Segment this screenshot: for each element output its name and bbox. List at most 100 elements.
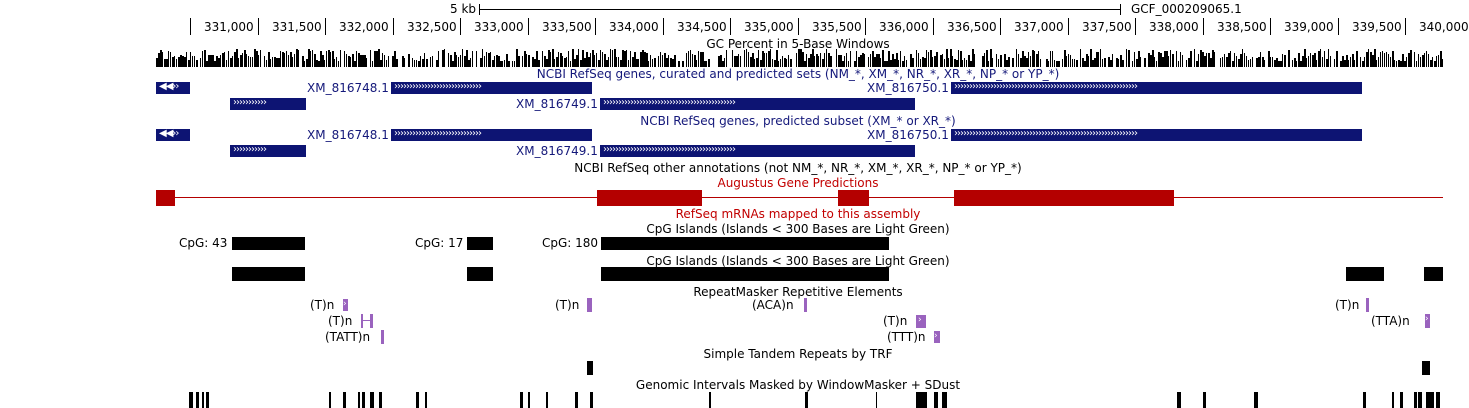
masked-interval[interactable] (196, 392, 199, 408)
cpg-island[interactable] (232, 267, 305, 281)
repeat-element[interactable]: › (916, 315, 926, 328)
masked-interval[interactable] (362, 392, 365, 408)
repeatmasker-track-label[interactable]: RepeatMasker Repetitive Elements (693, 285, 903, 299)
masked-interval[interactable] (520, 392, 523, 408)
gc-bar (646, 53, 648, 67)
masked-interval[interactable] (1177, 392, 1181, 408)
masked-interval[interactable] (343, 392, 346, 408)
masked-interval[interactable] (1254, 392, 1258, 408)
gene-label-xm-816750[interactable]: XM_816750.1 (867, 128, 949, 142)
tandem-repeat[interactable] (587, 361, 593, 375)
gene-label-xm-816748[interactable]: XM_816748.1 (307, 81, 389, 95)
masked-interval[interactable] (416, 392, 419, 408)
gc-percent-wiggle[interactable] (0, 48, 1443, 67)
gene-left-partial[interactable]: ◀◀›› (156, 81, 190, 94)
repeat-element[interactable] (381, 330, 384, 344)
windowmasker-track-label[interactable]: Genomic Intervals Masked by WindowMasker… (635, 378, 961, 392)
masked-interval[interactable] (1426, 392, 1434, 408)
masked-interval[interactable] (202, 392, 204, 408)
gene-label-xm-816750[interactable]: XM_816750.1 (867, 81, 949, 95)
masked-interval[interactable] (370, 392, 374, 408)
repeat-element[interactable] (1366, 298, 1369, 312)
masked-interval[interactable] (934, 392, 938, 408)
augustus-track-label[interactable]: Augustus Gene Predictions (717, 176, 879, 190)
repeat-label[interactable]: (T)n (883, 314, 908, 328)
masked-interval[interactable] (206, 392, 209, 408)
repeat-label[interactable]: (T)n (1335, 298, 1360, 312)
gene-row2-left[interactable]: ››››››››››› (230, 97, 306, 110)
repeat-label[interactable]: (TTT)n (887, 330, 926, 344)
gc-percent-track-label[interactable]: GC Percent in 5-Base Windows (706, 37, 890, 51)
masked-interval[interactable] (329, 392, 331, 408)
gene-xm-816750[interactable]: ››››››››››››››››››››››››››››››››››››››››… (951, 81, 1362, 94)
repeat-label[interactable]: (T)n (555, 298, 580, 312)
repeat-element[interactable]: › (343, 299, 348, 311)
cpg-label[interactable]: CpG: 180 (542, 236, 599, 250)
masked-interval[interactable] (590, 392, 593, 408)
scale-label: 5 kb (450, 2, 477, 16)
cpg-label[interactable]: CpG: 43 (179, 236, 228, 250)
cpg-island[interactable] (601, 267, 889, 281)
gene-label-xm-816748[interactable]: XM_816748.1 (307, 128, 389, 142)
cpg-track-label[interactable]: CpG Islands (Islands < 300 Bases are Lig… (646, 222, 950, 236)
masked-interval[interactable] (575, 392, 578, 408)
masked-interval[interactable] (1203, 392, 1206, 408)
cpg-island[interactable] (1346, 267, 1384, 281)
gene-row2-left[interactable]: ››››››››››› (230, 144, 306, 157)
repeat-label[interactable]: (TTA)n (1371, 314, 1410, 328)
gene-label-xm-816749[interactable]: XM_816749.1 (516, 97, 598, 111)
refseq-mrna-track-label[interactable]: RefSeq mRNAs mapped to this assembly (675, 207, 921, 221)
masked-interval[interactable] (1436, 392, 1440, 408)
augustus-exon[interactable] (156, 190, 175, 206)
masked-interval[interactable] (379, 392, 382, 408)
cpg-island[interactable] (232, 237, 305, 250)
repeat-element[interactable] (587, 298, 592, 312)
repeat-label[interactable]: (T)n (310, 298, 335, 312)
gene-xm-816749[interactable]: ››››››››››››››››››››››››››››››››››››››››… (600, 144, 915, 157)
masked-interval[interactable] (1414, 392, 1417, 408)
repeat-element[interactable] (804, 298, 807, 312)
masked-interval[interactable] (1400, 392, 1403, 408)
gene-xm-816750[interactable]: ››››››››››››››››››››››››››››››››››››››››… (951, 128, 1362, 141)
repeat-label[interactable]: (ACA)n (752, 298, 794, 312)
gene-xm-816748[interactable]: ››››››››››››››››››››››››››››› (391, 128, 592, 141)
augustus-exon[interactable] (954, 190, 1174, 206)
masked-interval[interactable] (189, 392, 193, 408)
repeat-element[interactable] (361, 314, 363, 328)
repeat-label[interactable]: (T)n (328, 314, 353, 328)
cpg-track-label[interactable]: CpG Islands (Islands < 300 Bases are Lig… (646, 254, 950, 268)
refseq-other-track-label[interactable]: NCBI RefSeq other annotations (not NM_*,… (574, 161, 1022, 175)
cpg-label[interactable]: CpG: 17 (415, 236, 464, 250)
refseq-predicted-track-label[interactable]: NCBI RefSeq genes, predicted subset (XM_… (640, 114, 956, 128)
repeat-element[interactable]: › (1425, 314, 1430, 328)
masked-interval[interactable] (709, 392, 711, 408)
masked-interval[interactable] (1392, 392, 1394, 408)
masked-interval[interactable] (528, 392, 530, 408)
augustus-exon[interactable] (838, 190, 869, 206)
gene-xm-816749[interactable]: ››››››››››››››››››››››››››››››››››››››››… (600, 97, 915, 110)
gene-xm-816748[interactable]: ››››››››››››››››››››››››››››› (391, 81, 592, 94)
gene-left-partial[interactable]: ◀◀›› (156, 128, 190, 141)
masked-interval[interactable] (805, 392, 808, 408)
cpg-island[interactable] (467, 237, 493, 250)
repeat-element[interactable]: › (934, 331, 940, 343)
masked-interval[interactable] (546, 392, 548, 408)
masked-interval[interactable] (1363, 392, 1366, 408)
cpg-island[interactable] (1424, 267, 1443, 281)
refseq-all-track-label[interactable]: NCBI RefSeq genes, curated and predicted… (536, 67, 1060, 81)
gene-label-xm-816749[interactable]: XM_816749.1 (516, 144, 598, 158)
masked-interval[interactable] (425, 392, 427, 408)
masked-interval[interactable] (876, 392, 877, 408)
repeat-label[interactable]: (TATT)n (325, 330, 371, 344)
trf-track-label[interactable]: Simple Tandem Repeats by TRF (703, 347, 893, 361)
tandem-repeat[interactable] (1422, 361, 1430, 375)
masked-interval[interactable] (942, 392, 947, 408)
masked-interval[interactable] (1418, 392, 1422, 408)
masked-interval[interactable] (358, 392, 360, 408)
augustus-exon[interactable] (597, 190, 702, 206)
cpg-island[interactable] (467, 267, 493, 281)
masked-interval[interactable] (916, 392, 927, 408)
cpg-island[interactable] (601, 237, 889, 250)
repeat-element[interactable] (370, 314, 373, 328)
